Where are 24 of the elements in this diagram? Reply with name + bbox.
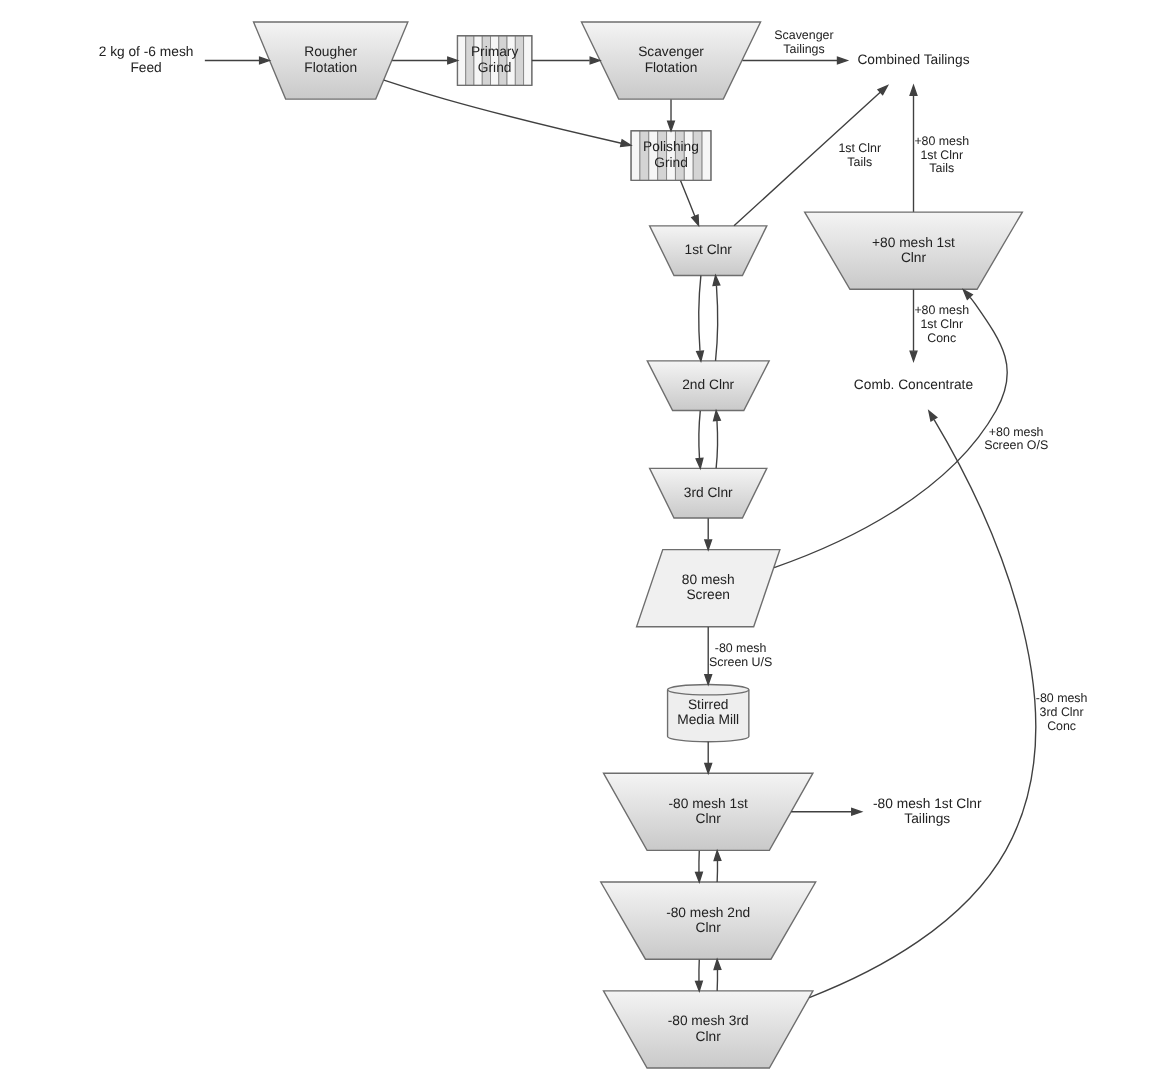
arrow: [713, 848, 722, 883]
arrow: [204, 56, 272, 65]
arrow: [703, 517, 713, 552]
arrow: [531, 56, 602, 65]
arrow: [808, 409, 1037, 999]
arrow: [909, 288, 918, 363]
arrow: [383, 79, 633, 148]
arrow: [712, 273, 721, 362]
arrow: [773, 288, 1009, 569]
arrow: [741, 56, 850, 65]
arrow: [666, 98, 676, 133]
arrow: [391, 56, 460, 65]
arrow: [679, 180, 700, 228]
arrow: [703, 741, 713, 776]
arrow: [713, 957, 722, 992]
arrow: [703, 626, 713, 687]
arrow: [909, 83, 918, 213]
arrow: [694, 959, 704, 993]
arrow: [790, 807, 864, 817]
arrow: [694, 850, 704, 885]
arrow: [733, 84, 890, 227]
arrow: [695, 410, 704, 471]
arrow: [712, 408, 722, 469]
arrow: [695, 275, 705, 363]
